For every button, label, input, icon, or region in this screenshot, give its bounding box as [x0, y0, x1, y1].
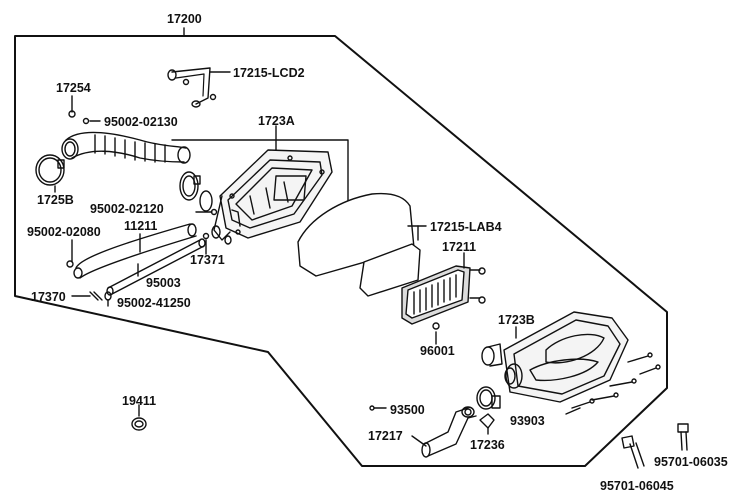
label-1725b: 1725B — [37, 193, 74, 207]
clip-19411-part — [132, 418, 146, 430]
breather-tube-part — [168, 68, 230, 107]
airbox-1723a-part — [212, 150, 332, 244]
label-93500: 93500 — [390, 403, 425, 417]
label-17215-lab4: 17215-LAB4 — [430, 220, 502, 234]
label-17217: 17217 — [368, 429, 403, 443]
label-95002-41250: 95002-41250 — [117, 296, 191, 310]
label-17211: 17211 — [442, 240, 477, 254]
bolt-17254 — [68, 110, 76, 118]
label-1723b: 1723B — [498, 313, 535, 327]
label-95002-02130: 95002-02130 — [104, 115, 178, 129]
clamp-17236-part — [477, 387, 500, 428]
label-96001: 96001 — [420, 344, 455, 358]
drain-tube-17217-part — [422, 407, 476, 457]
label-17371: 17371 — [190, 253, 225, 267]
label-17200: 17200 — [167, 12, 202, 26]
label-17236: 17236 — [470, 438, 505, 452]
clamp-ring-part — [180, 172, 200, 200]
label-95701-06045: 95701-06045 — [600, 479, 674, 493]
cover-1723b-part — [504, 312, 628, 402]
label-95701-06035: 95701-06035 — [654, 455, 728, 469]
label-11211: 11211 — [124, 219, 158, 233]
bolt-95701-06045 — [622, 436, 644, 468]
filter-17211-part — [402, 266, 470, 324]
label-17254: 17254 — [56, 81, 91, 95]
label-95002-02120: 95002-02120 — [90, 202, 164, 216]
assembly-boundary — [14, 35, 668, 467]
intake-hose-part — [62, 132, 190, 163]
label-93903: 93903 — [510, 414, 545, 428]
label-17215-lcd2: 17215-LCD2 — [233, 66, 305, 80]
clamp-1725b-part — [36, 155, 64, 192]
label-19411: 19411 — [122, 394, 157, 408]
element-frame-part — [298, 194, 420, 297]
label-1723a: 1723A — [258, 114, 295, 128]
hose-11211-part — [74, 224, 205, 295]
label-17370: 17370 — [31, 290, 66, 304]
label-95003: 95003 — [146, 276, 181, 290]
label-95002-02080: 95002-02080 — [27, 225, 101, 239]
bolt-95701-06035 — [678, 424, 688, 450]
